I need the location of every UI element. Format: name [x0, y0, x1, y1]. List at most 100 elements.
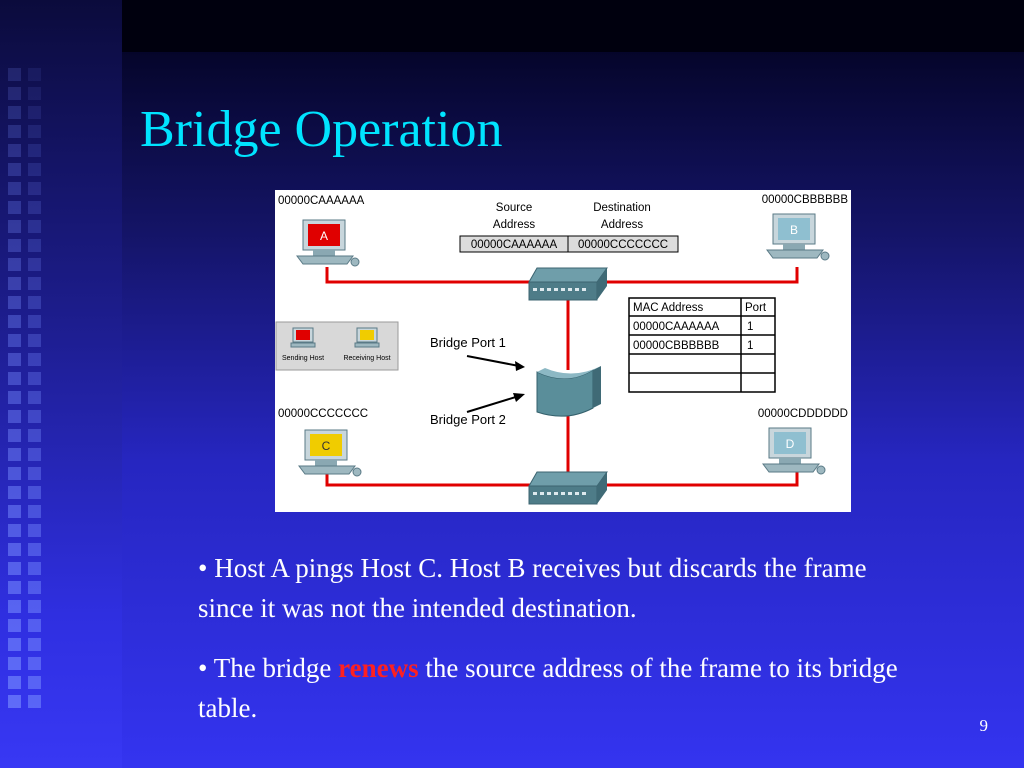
- decorative-square: [8, 296, 21, 309]
- bridge-diagram: A B C D 00000C: [275, 190, 851, 512]
- bridge-table: MAC Address Port 00000CAAAAAA 1 00000CBB…: [628, 297, 776, 393]
- table-header-mac: MAC Address: [633, 302, 704, 314]
- top-dark-band: [122, 0, 1024, 52]
- decorative-square: [8, 543, 21, 556]
- decorative-squares: [8, 68, 41, 708]
- host-c-label: C: [322, 439, 331, 453]
- decorative-square: [28, 163, 41, 176]
- decorative-square: [28, 695, 41, 708]
- decorative-square: [28, 106, 41, 119]
- host-a-computer: A: [296, 219, 360, 267]
- decorative-square: [8, 638, 21, 651]
- table-row-2-port: 1: [747, 340, 753, 352]
- decorative-square: [8, 239, 21, 252]
- mac-label-a: 00000CAAAAAA: [278, 195, 365, 207]
- decorative-square: [8, 68, 21, 81]
- bullet-2-highlight: renews: [338, 653, 419, 683]
- bridge-diagram-canvas: A B C D 00000C: [275, 194, 849, 505]
- host-c-computer: C: [298, 429, 362, 477]
- host-d-computer: D: [762, 427, 826, 475]
- decorative-square: [8, 657, 21, 670]
- bridge-port-2-label: Bridge Port 2: [430, 412, 506, 427]
- bullet-2-suffix: the source address of the frame to its b…: [198, 653, 898, 723]
- frame-source-heading-1: Source: [496, 202, 532, 214]
- bridge-device: [536, 366, 601, 417]
- decorative-square: [8, 144, 21, 157]
- host-legend: Sending Host Receiving Host: [275, 321, 399, 371]
- decorative-square: [8, 410, 21, 423]
- decorative-square: [28, 372, 41, 385]
- bullet-1: • Host A pings Host C. Host B receives b…: [198, 553, 867, 623]
- decorative-square: [8, 125, 21, 138]
- decorative-square: [28, 467, 41, 480]
- mac-label-c: 00000CCCCCCC: [278, 408, 368, 420]
- decorative-square: [8, 467, 21, 480]
- decorative-square: [28, 68, 41, 81]
- decorative-square: [8, 562, 21, 575]
- decorative-square: [28, 562, 41, 575]
- decorative-square: [8, 581, 21, 594]
- decorative-square: [28, 125, 41, 138]
- decorative-square: [28, 87, 41, 100]
- decorative-square: [8, 448, 21, 461]
- decorative-square: [8, 372, 21, 385]
- decorative-square: [8, 334, 21, 347]
- table-header-port: Port: [745, 302, 767, 314]
- bullet-2: • The bridge renews the source address o…: [198, 648, 928, 728]
- page-number: 9: [979, 716, 989, 735]
- bullet-2-prefix: • The bridge: [198, 653, 339, 683]
- decorative-square: [8, 106, 21, 119]
- frame-source-heading-2: Address: [493, 219, 535, 231]
- decorative-square: [28, 315, 41, 328]
- decorative-square: [28, 258, 41, 271]
- mac-label-d: 00000CDDDDDD: [758, 408, 848, 420]
- decorative-square: [28, 334, 41, 347]
- decorative-square: [8, 163, 21, 176]
- decorative-square: [8, 220, 21, 233]
- bridge-port-1-label: Bridge Port 1: [430, 335, 506, 350]
- decorative-square: [8, 182, 21, 195]
- decorative-square: [8, 619, 21, 632]
- table-row-1-mac: 00000CAAAAAA: [633, 321, 720, 333]
- decorative-square: [8, 486, 21, 499]
- decorative-square: [8, 258, 21, 271]
- decorative-square: [8, 600, 21, 613]
- decorative-square: [28, 201, 41, 214]
- decorative-square: [8, 695, 21, 708]
- decorative-square: [28, 619, 41, 632]
- frame-source-value: 00000CAAAAAA: [471, 239, 558, 251]
- decorative-square: [28, 600, 41, 613]
- decorative-square: [8, 524, 21, 537]
- decorative-square: [8, 353, 21, 366]
- decorative-square: [28, 353, 41, 366]
- decorative-square: [28, 144, 41, 157]
- decorative-square: [28, 657, 41, 670]
- host-b-label: B: [790, 223, 798, 237]
- frame-dest-heading-2: Address: [601, 219, 643, 231]
- frame-dest-value: 00000CCCCCCC: [578, 239, 668, 251]
- decorative-square: [28, 543, 41, 556]
- decorative-square: [28, 448, 41, 461]
- decorative-square: [8, 429, 21, 442]
- host-a-label: A: [320, 229, 328, 243]
- decorative-square: [28, 676, 41, 689]
- decorative-square: [28, 638, 41, 651]
- slide-title: Bridge Operation: [140, 101, 503, 158]
- decorative-square: [8, 315, 21, 328]
- decorative-square: [28, 239, 41, 252]
- frame-dest-heading-1: Destination: [593, 202, 651, 214]
- decorative-square: [8, 676, 21, 689]
- table-row-1-port: 1: [747, 321, 753, 333]
- decorative-square: [28, 581, 41, 594]
- decorative-square: [28, 486, 41, 499]
- mac-label-b: 00000CBBBBBB: [762, 194, 849, 206]
- bridge-port-arrows: [466, 355, 525, 413]
- host-b-computer: B: [766, 213, 830, 261]
- decorative-square: [28, 391, 41, 404]
- frame-header: Source Address Destination Address 00000…: [459, 202, 679, 253]
- decorative-square: [28, 182, 41, 195]
- decorative-square: [28, 277, 41, 290]
- decorative-square: [8, 391, 21, 404]
- legend-sending-host: Sending Host: [282, 355, 324, 362]
- decorative-square: [8, 201, 21, 214]
